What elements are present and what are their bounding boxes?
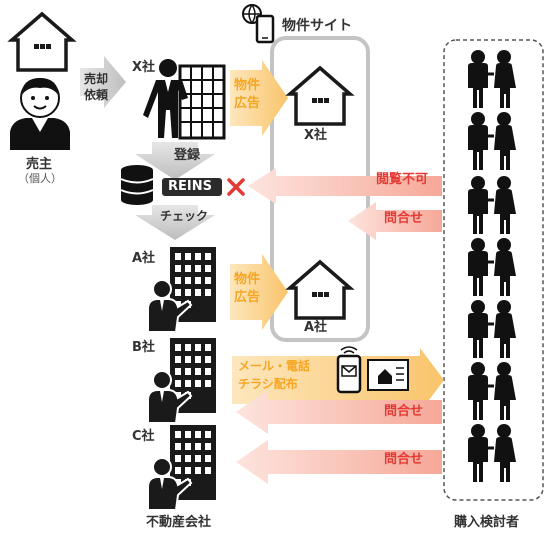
- c-company-label: C社: [132, 429, 155, 444]
- database-icon: [120, 165, 154, 205]
- couple-icon: [466, 422, 518, 484]
- view-not-allowed-arrow: [248, 168, 442, 204]
- x-ad-label-1: 物件: [234, 78, 261, 93]
- sale-request-label-1: 売却: [84, 72, 109, 86]
- b-company-label: B社: [132, 340, 155, 355]
- flyer-label: チラシ配布: [238, 377, 298, 391]
- a-ad-label-1: 物件: [234, 272, 261, 287]
- inquiry-arrow-2: [236, 390, 442, 434]
- check-arrow: [135, 205, 215, 240]
- a-ad-arrow: [230, 254, 288, 330]
- reins-badge: [162, 178, 222, 196]
- seller-person-icon: [10, 78, 70, 150]
- view-not-allowed-label: 閲覧不可: [376, 172, 429, 187]
- x-site-label: X社: [304, 128, 328, 143]
- seller-sub-label: （個人）: [18, 172, 62, 185]
- a-ad-label-2: 広告: [234, 290, 261, 305]
- couple-icon: [466, 110, 518, 172]
- a-site-house-icon: [288, 260, 352, 320]
- prospective-buyers-label: 購入検討者: [454, 515, 520, 530]
- buyers-frame: [443, 39, 544, 501]
- registration-arrow: [135, 142, 215, 180]
- inquiry-label-1: 問合せ: [384, 211, 424, 226]
- real-estate-companies-label: 不動産会社: [146, 515, 212, 530]
- couple-icon: [466, 236, 518, 298]
- mail-phone-icon: [336, 346, 362, 394]
- inquiry-arrow-1: [348, 202, 442, 240]
- inquiry-arrow-3: [236, 440, 442, 484]
- c-agent-icon: [147, 424, 217, 511]
- reins-label: REINS: [168, 179, 212, 194]
- couple-icon: [466, 360, 518, 422]
- b-agent-icon: [147, 337, 217, 424]
- a-agent-icon: [147, 246, 217, 333]
- couple-icon: [466, 298, 518, 360]
- x-company-label: X社: [132, 60, 156, 75]
- a-company-label: A社: [132, 251, 156, 266]
- x-ad-label-2: 広告: [234, 96, 261, 111]
- sale-request-label-2: 依頼: [84, 88, 109, 102]
- couple-icon: [466, 48, 518, 110]
- x-site-house-icon: [288, 66, 352, 126]
- a-site-label: A社: [304, 320, 328, 335]
- couple-icon: [466, 174, 518, 236]
- registration-label: 登録: [174, 148, 201, 163]
- check-label: チェック: [160, 209, 209, 223]
- smartphone-icon: [242, 4, 275, 44]
- mail-phone-label: メール・電話: [238, 359, 311, 373]
- x-agent-icon: [143, 59, 226, 140]
- seller-label: 売主: [26, 157, 53, 172]
- x-ad-arrow: [230, 60, 288, 136]
- flyer-icon: [367, 359, 409, 391]
- sale-request-arrow: [80, 56, 126, 108]
- site-title: 物件サイト: [282, 18, 352, 34]
- inquiry-label-2: 問合せ: [384, 404, 424, 419]
- cross-icon: [227, 178, 245, 196]
- inquiry-label-3: 問合せ: [384, 452, 424, 467]
- seller-house-icon: [10, 12, 74, 72]
